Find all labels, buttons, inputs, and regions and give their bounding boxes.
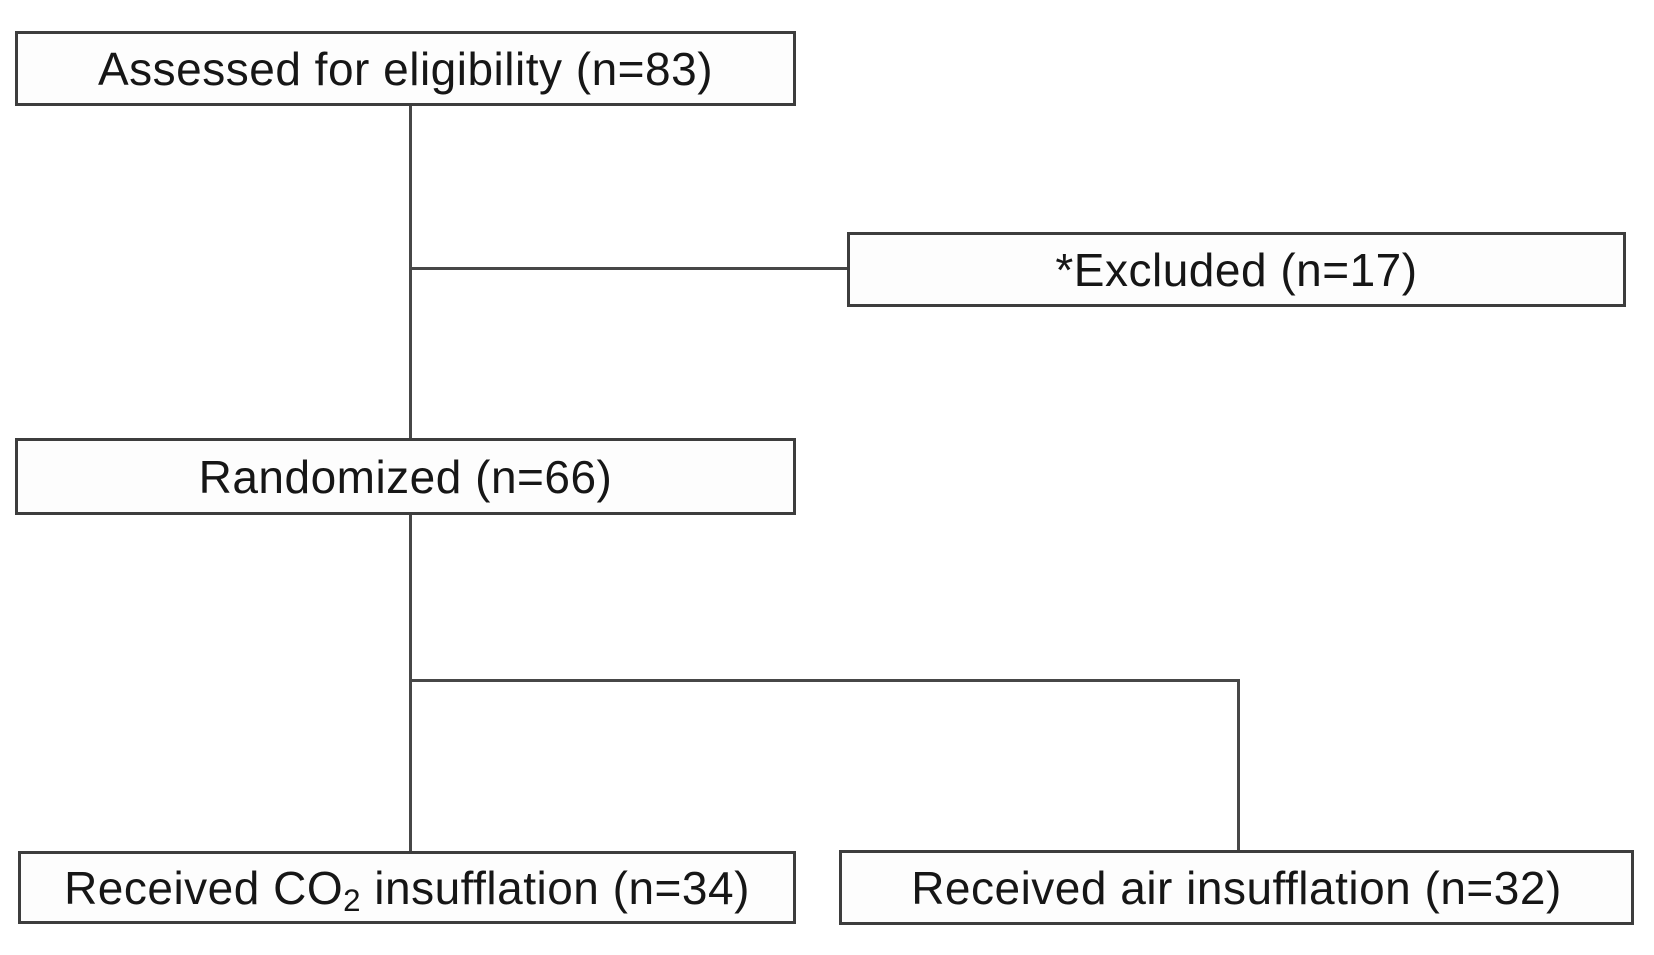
connector-randomized-to-arms: [409, 515, 412, 851]
connector-branch-to-excluded: [410, 267, 847, 270]
co2-label-subscript: 2: [343, 883, 362, 918]
node-label-assessed: Assessed for eligibility (n=83): [97, 42, 714, 95]
node-excluded: *Excluded (n=17): [847, 232, 1626, 307]
node-received-air-insufflation: Received air insufflation (n=32): [839, 850, 1634, 925]
connector-branch-to-air: [1237, 679, 1240, 851]
node-received-co2-insufflation: Received CO2 insufflation (n=34): [18, 851, 796, 924]
node-label-air: Received air insufflation (n=32): [911, 861, 1562, 914]
co2-label-prefix: Received CO: [64, 861, 344, 914]
connector-arm-split-horizontal: [410, 679, 1240, 682]
node-label-co2: Received CO2 insufflation (n=34): [64, 861, 750, 917]
node-label-excluded: *Excluded (n=17): [1055, 243, 1418, 296]
node-assessed-eligibility: Assessed for eligibility (n=83): [15, 31, 796, 106]
node-label-randomized: Randomized (n=66): [198, 450, 613, 503]
node-randomized: Randomized (n=66): [15, 438, 796, 515]
connector-assessed-to-randomized: [409, 106, 412, 438]
co2-label-suffix: insufflation (n=34): [361, 861, 750, 914]
